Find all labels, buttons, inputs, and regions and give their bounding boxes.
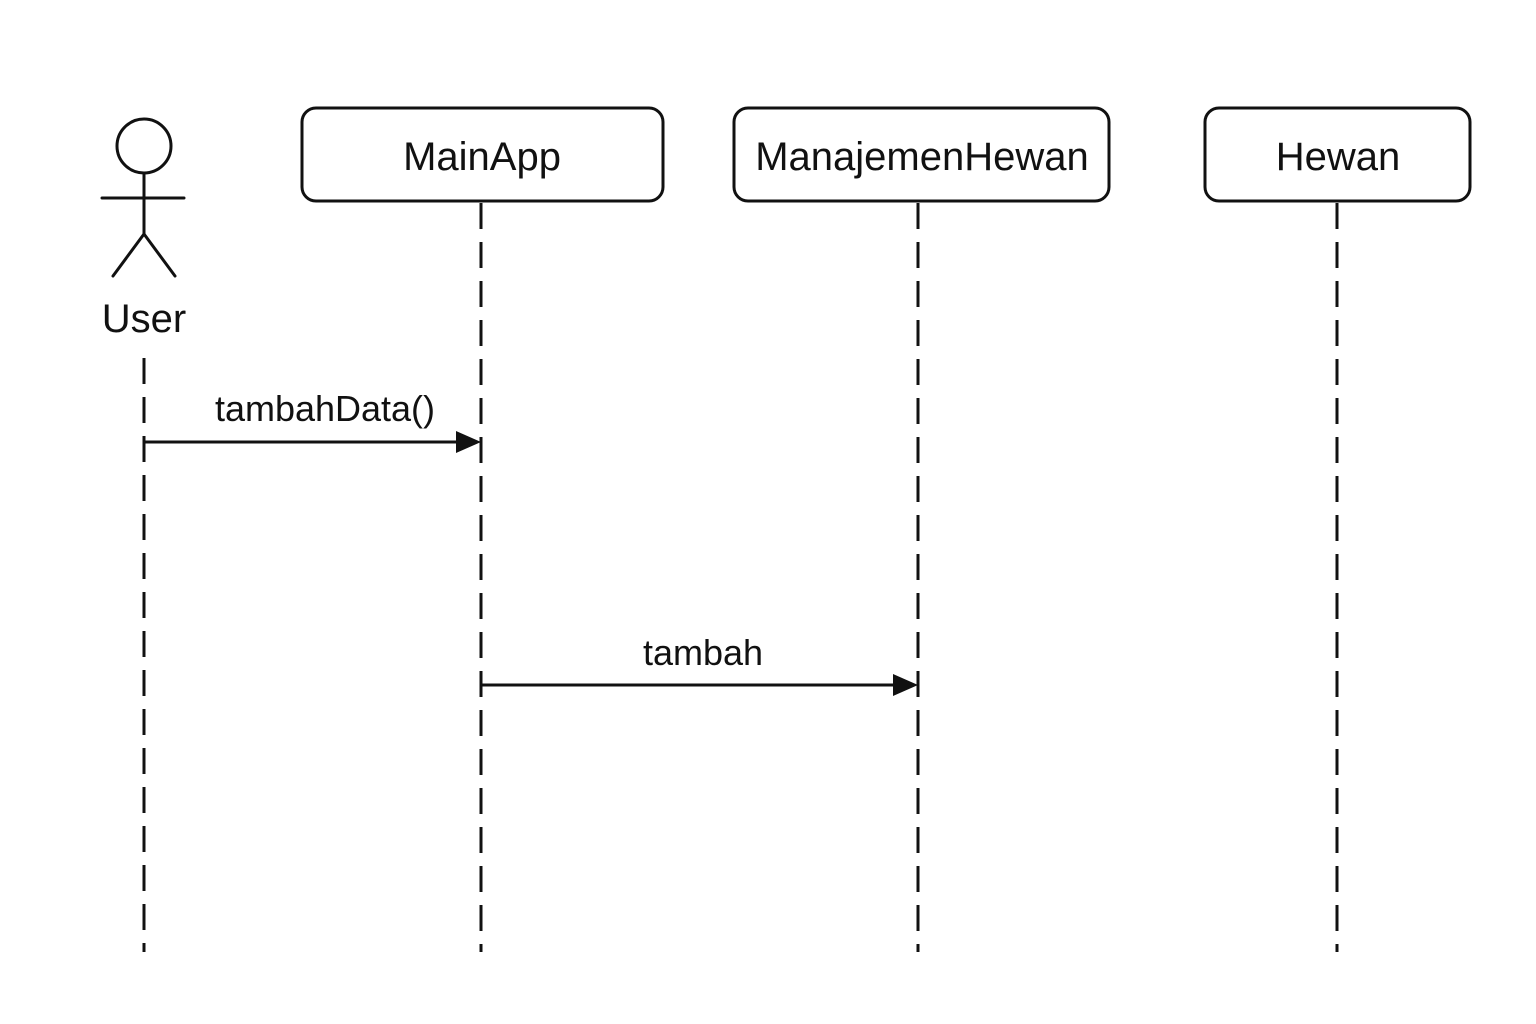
- participant-mainapp[interactable]: MainApp: [300, 106, 665, 203]
- arrowhead-icon: [456, 431, 481, 453]
- actor-head: [115, 117, 173, 175]
- actor-left-leg: [111, 232, 146, 278]
- participant-box: [1203, 106, 1472, 203]
- message-tambahdata[interactable]: tambahData(): [144, 388, 481, 453]
- message-label: tambahData(): [215, 388, 435, 429]
- arrowhead-icon: [893, 674, 918, 696]
- participant-label: MainApp: [403, 135, 561, 179]
- participant-box: [732, 106, 1111, 203]
- message-tambah[interactable]: tambah: [481, 632, 918, 696]
- participant-manajemenhewan[interactable]: ManajemenHewan: [732, 106, 1111, 203]
- participant-hewan[interactable]: Hewan: [1203, 106, 1472, 203]
- actor-right-leg: [142, 232, 177, 278]
- participant-box: [300, 106, 665, 203]
- actor-label: User: [102, 297, 186, 341]
- actor-user[interactable]: User: [100, 117, 186, 341]
- participant-label: Hewan: [1276, 135, 1401, 179]
- message-label: tambah: [643, 632, 763, 673]
- participant-label: ManajemenHewan: [755, 135, 1089, 179]
